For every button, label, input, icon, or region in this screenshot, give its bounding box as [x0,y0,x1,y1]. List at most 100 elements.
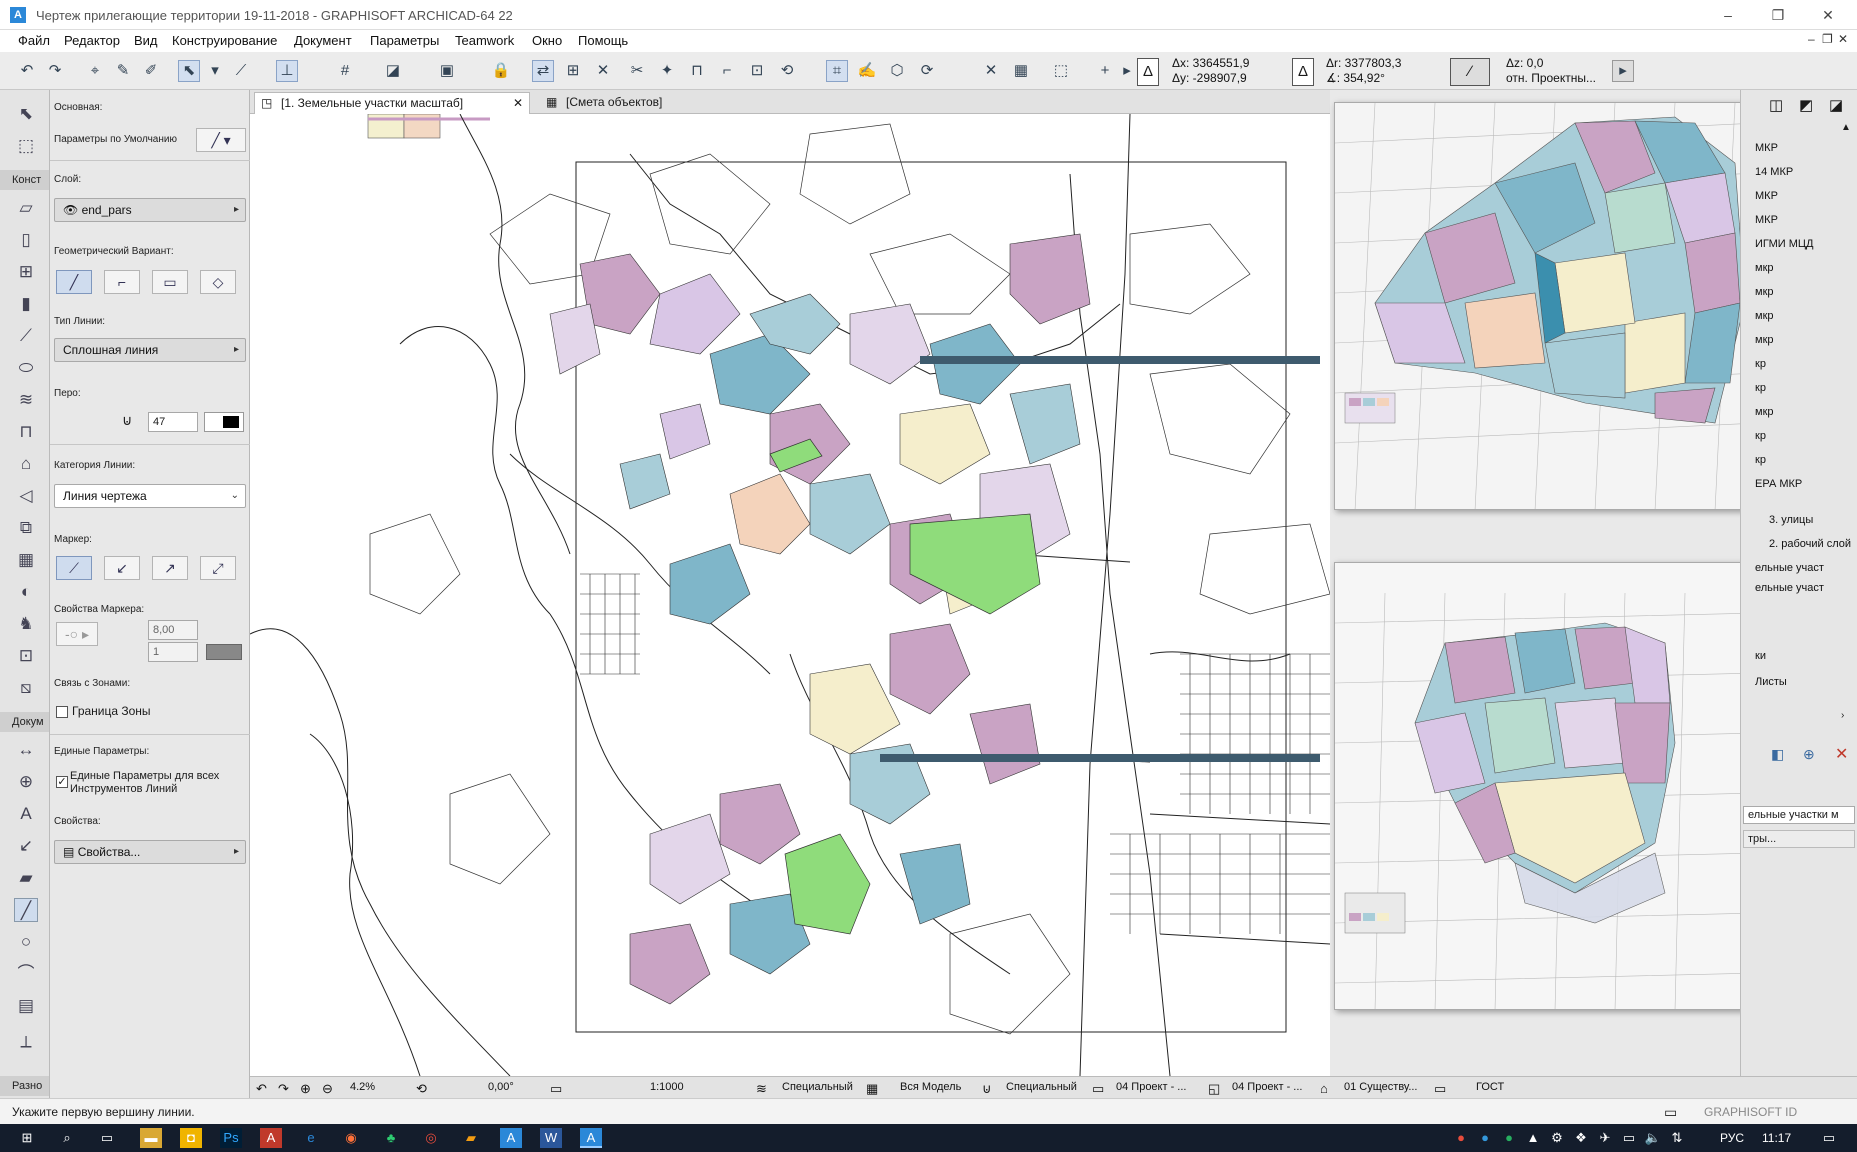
tray-icon[interactable]: ▭ [1622,1130,1636,1145]
menu-options[interactable]: Параметры [370,33,440,48]
marker-end-button[interactable]: ↗ [152,556,188,580]
id-icon[interactable]: ▭ [1664,1104,1678,1120]
graphic-override-value[interactable]: 04 Проект - ... [1232,1081,1303,1093]
new-view-icon[interactable]: ⊕ [1803,746,1815,762]
text-tool-icon[interactable]: A [20,804,32,823]
trace-icon[interactable]: ◪ [385,62,401,79]
default-settings-button[interactable]: ╱ ▾ [196,128,246,152]
maximize-button[interactable]: ❐ [1771,7,1785,23]
nav-item[interactable]: ки [1755,650,1766,662]
undo-icon[interactable]: ↶ [20,62,34,79]
network-icon[interactable]: ⇅ [1671,1130,1683,1145]
arrow-select-icon[interactable]: ⬉ [178,60,200,82]
tray-icon[interactable]: ● [1457,1130,1465,1145]
chrome-icon[interactable]: ◎ [425,1130,437,1145]
dimension-standard-value[interactable]: ГОСТ [1476,1081,1505,1093]
search-icon[interactable]: ⌕ [63,1130,71,1145]
menu-edit[interactable]: Редактор [64,33,120,48]
layout-book-icon[interactable]: ◪ [1829,97,1844,114]
nav-item[interactable]: кр [1755,382,1766,394]
pen-set-value[interactable]: Специальный [1006,1081,1077,1093]
language-indicator[interactable]: РУС [1720,1131,1745,1145]
marker-style-button[interactable]: -○ ▸ [56,622,98,646]
menu-document[interactable]: Документ [294,33,352,48]
tray-icon[interactable]: ▲ [1526,1130,1540,1145]
nav-item[interactable]: 14 МКР [1755,166,1794,178]
eyedropper-icon[interactable]: ✎ [116,62,130,79]
plus-icon[interactable]: + [1100,62,1110,79]
view-name-field[interactable]: ельные участки м [1743,806,1855,824]
archicad-active-icon[interactable]: A [580,1128,602,1148]
marquee-icon[interactable]: ⬚ [1053,62,1069,79]
marker-start-button[interactable]: ↙ [104,556,140,580]
beam-tool-icon[interactable]: ⟋ [20,326,32,345]
marker-size-input[interactable]: 8,00 [148,620,198,640]
dropdown-arrow-icon[interactable]: ▾ [211,62,219,79]
renovation-value[interactable]: 01 Существу... [1344,1081,1418,1093]
drawing-canvas[interactable] [250,114,1330,1076]
window-tool-icon[interactable]: ⊞ [18,262,34,281]
nav-item[interactable]: мкр [1755,310,1774,322]
line-tool-icon[interactable]: ╱ [14,898,38,922]
label-tool-icon[interactable]: ↙ [18,836,34,855]
menu-teamwork[interactable]: Teamwork [455,33,515,48]
archicad-icon[interactable]: A [500,1128,522,1148]
linecat-select[interactable]: Линия чертежа⌄ [54,484,246,508]
nav-item[interactable]: Листы [1755,676,1787,688]
slab-tool-icon[interactable]: ⬭ [18,358,34,377]
explorer-icon[interactable]: ▬ [140,1128,162,1148]
nav-item[interactable]: мкр [1755,262,1774,274]
view-map-icon[interactable]: ◩ [1799,97,1814,114]
find-select-icon[interactable]: ⌖ [90,62,100,79]
tray-icon[interactable]: ✈ [1599,1130,1611,1145]
pen-number-input[interactable]: 47 [148,412,198,432]
scroll-up-icon[interactable]: ▲ [1841,122,1851,133]
zoom-forward-icon[interactable]: ↷ [278,1081,289,1096]
marquee-tool-icon[interactable]: ⬚ [17,136,35,155]
snap-points-icon[interactable]: ⌗ [826,60,848,82]
clock[interactable]: 11:17 [1762,1131,1792,1145]
skylight-tool-icon[interactable]: ⧅ [20,678,32,697]
chevron-right-icon[interactable]: › [1841,710,1845,721]
menu-design[interactable]: Конструирование [172,33,278,48]
gravity-icon[interactable]: ⊥ [276,60,298,82]
fill-tool-icon[interactable]: ▰ [19,868,33,887]
level-dimension-tool-icon[interactable]: ⊕ [18,772,34,791]
uniform-checkbox[interactable]: ✓ [56,776,68,788]
dimension-standard-icon[interactable]: ▭ [1434,1081,1447,1096]
nav-item[interactable]: ельные участ [1755,582,1824,594]
model-view-icon[interactable]: ▦ [866,1081,879,1096]
minimize-button[interactable]: – [1724,7,1732,23]
column-tool-icon[interactable]: ▮ [21,294,31,313]
pen-tool-icon[interactable]: ✍ [857,62,877,79]
roof-tool-icon[interactable]: ⌂ [20,454,32,473]
nav-item[interactable]: МКР [1755,142,1778,154]
rotate-icon[interactable]: ⟲ [780,62,794,79]
pen-color-swatch[interactable] [204,412,244,432]
zone-border-checkbox[interactable] [56,706,68,718]
geometry-rotated-rect-button[interactable]: ◇ [200,270,236,294]
graphisoft-id[interactable]: GRAPHISOFT ID [1704,1105,1798,1119]
zone-tool-icon[interactable]: ⊡ [18,646,34,665]
nav-item[interactable]: ЕРА МКР [1755,478,1803,490]
view-settings-field[interactable]: тры... [1743,830,1855,848]
geometry-single-line-button[interactable]: ╱ [56,270,92,294]
close-button[interactable]: ✕ [1822,7,1834,23]
section-tool-icon[interactable]: ⟂ [20,1032,32,1051]
stair-tool-icon[interactable]: ≋ [18,390,34,409]
marker-pen-input[interactable]: 1 [148,642,198,662]
nav-item[interactable]: мкр [1755,334,1774,346]
menu-file[interactable]: Файл [18,33,50,48]
door-tool-icon[interactable]: ▯ [21,230,31,249]
volume-icon[interactable]: 🔈 [1644,1130,1662,1145]
nav-item[interactable]: ельные участ [1755,562,1824,574]
railing-tool-icon[interactable]: ⊓ [19,422,33,441]
dimension-tool-icon[interactable]: ↔ [17,740,35,759]
zoom-in-icon[interactable]: ⊕ [300,1081,311,1096]
task-view-icon[interactable]: ▭ [100,1130,114,1145]
circle-tool-icon[interactable]: ○ [20,932,32,951]
nav-item[interactable]: кр [1755,358,1766,370]
linetype-select[interactable]: Сплошная линия▸ [54,338,246,362]
menu-help[interactable]: Помощь [578,33,629,48]
wall-tool-icon[interactable]: ▱ [19,198,33,217]
